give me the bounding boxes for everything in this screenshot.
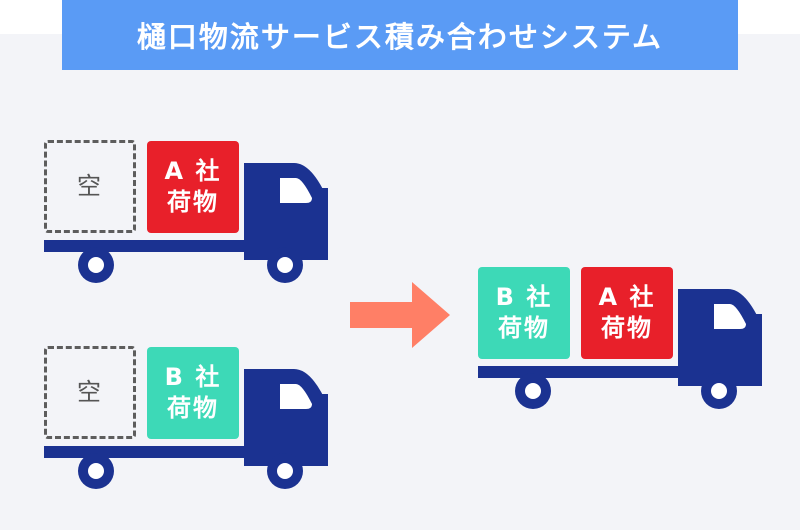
truck-top-left: 空 A 社 荷物 [44, 140, 334, 285]
cargo-empty: 空 [44, 140, 136, 233]
cargo-company-b: B 社 荷物 [478, 267, 570, 359]
page-title: 樋口物流サービス積み合わせシステム [136, 20, 664, 54]
cargo-company-b: B 社 荷物 [147, 347, 239, 439]
truck-combined: B 社 荷物 A 社 荷物 [478, 266, 768, 411]
truck-icon [44, 369, 328, 489]
truck-bottom-left: 空 B 社 荷物 [44, 346, 334, 491]
cargo-company-a: A 社 荷物 [147, 141, 239, 233]
truck-icon [44, 163, 328, 283]
cargo-company-a: A 社 荷物 [581, 267, 673, 359]
right-arrow-icon [350, 282, 450, 348]
title-banner: 樋口物流サービス積み合わせシステム [62, 0, 738, 70]
cargo-empty: 空 [44, 346, 136, 439]
truck-icon [478, 289, 762, 409]
